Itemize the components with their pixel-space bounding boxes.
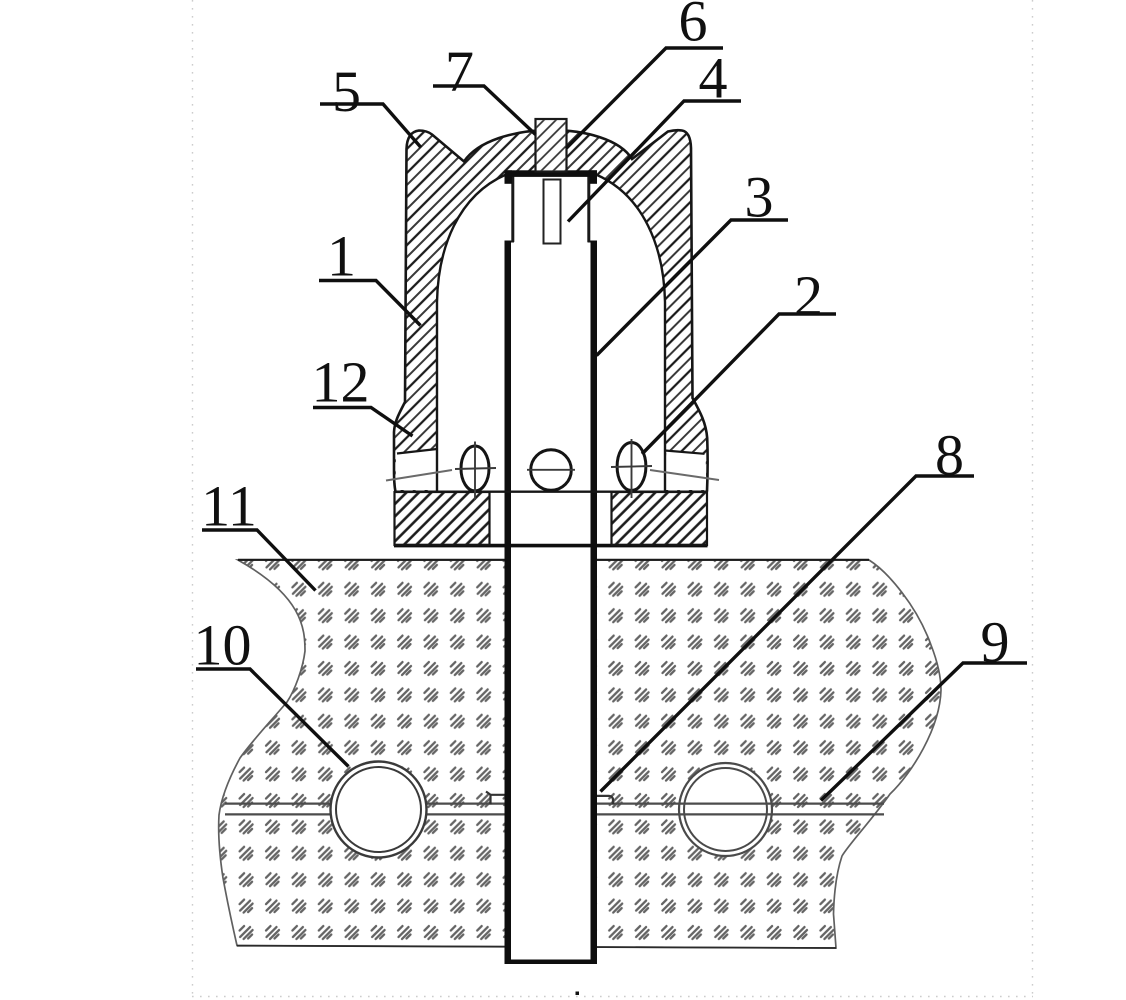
svg-text:11: 11 xyxy=(201,474,257,539)
svg-text:8: 8 xyxy=(935,423,964,488)
svg-text:7: 7 xyxy=(445,39,474,104)
svg-text:2: 2 xyxy=(794,264,823,329)
svg-text:9: 9 xyxy=(981,610,1010,675)
svg-text:4: 4 xyxy=(699,46,728,111)
svg-text:6: 6 xyxy=(679,0,708,54)
svg-text:1: 1 xyxy=(327,224,356,289)
svg-text:3: 3 xyxy=(745,165,774,230)
svg-text:12: 12 xyxy=(312,350,370,415)
svg-text:10: 10 xyxy=(194,613,252,678)
svg-text:5: 5 xyxy=(332,59,361,124)
